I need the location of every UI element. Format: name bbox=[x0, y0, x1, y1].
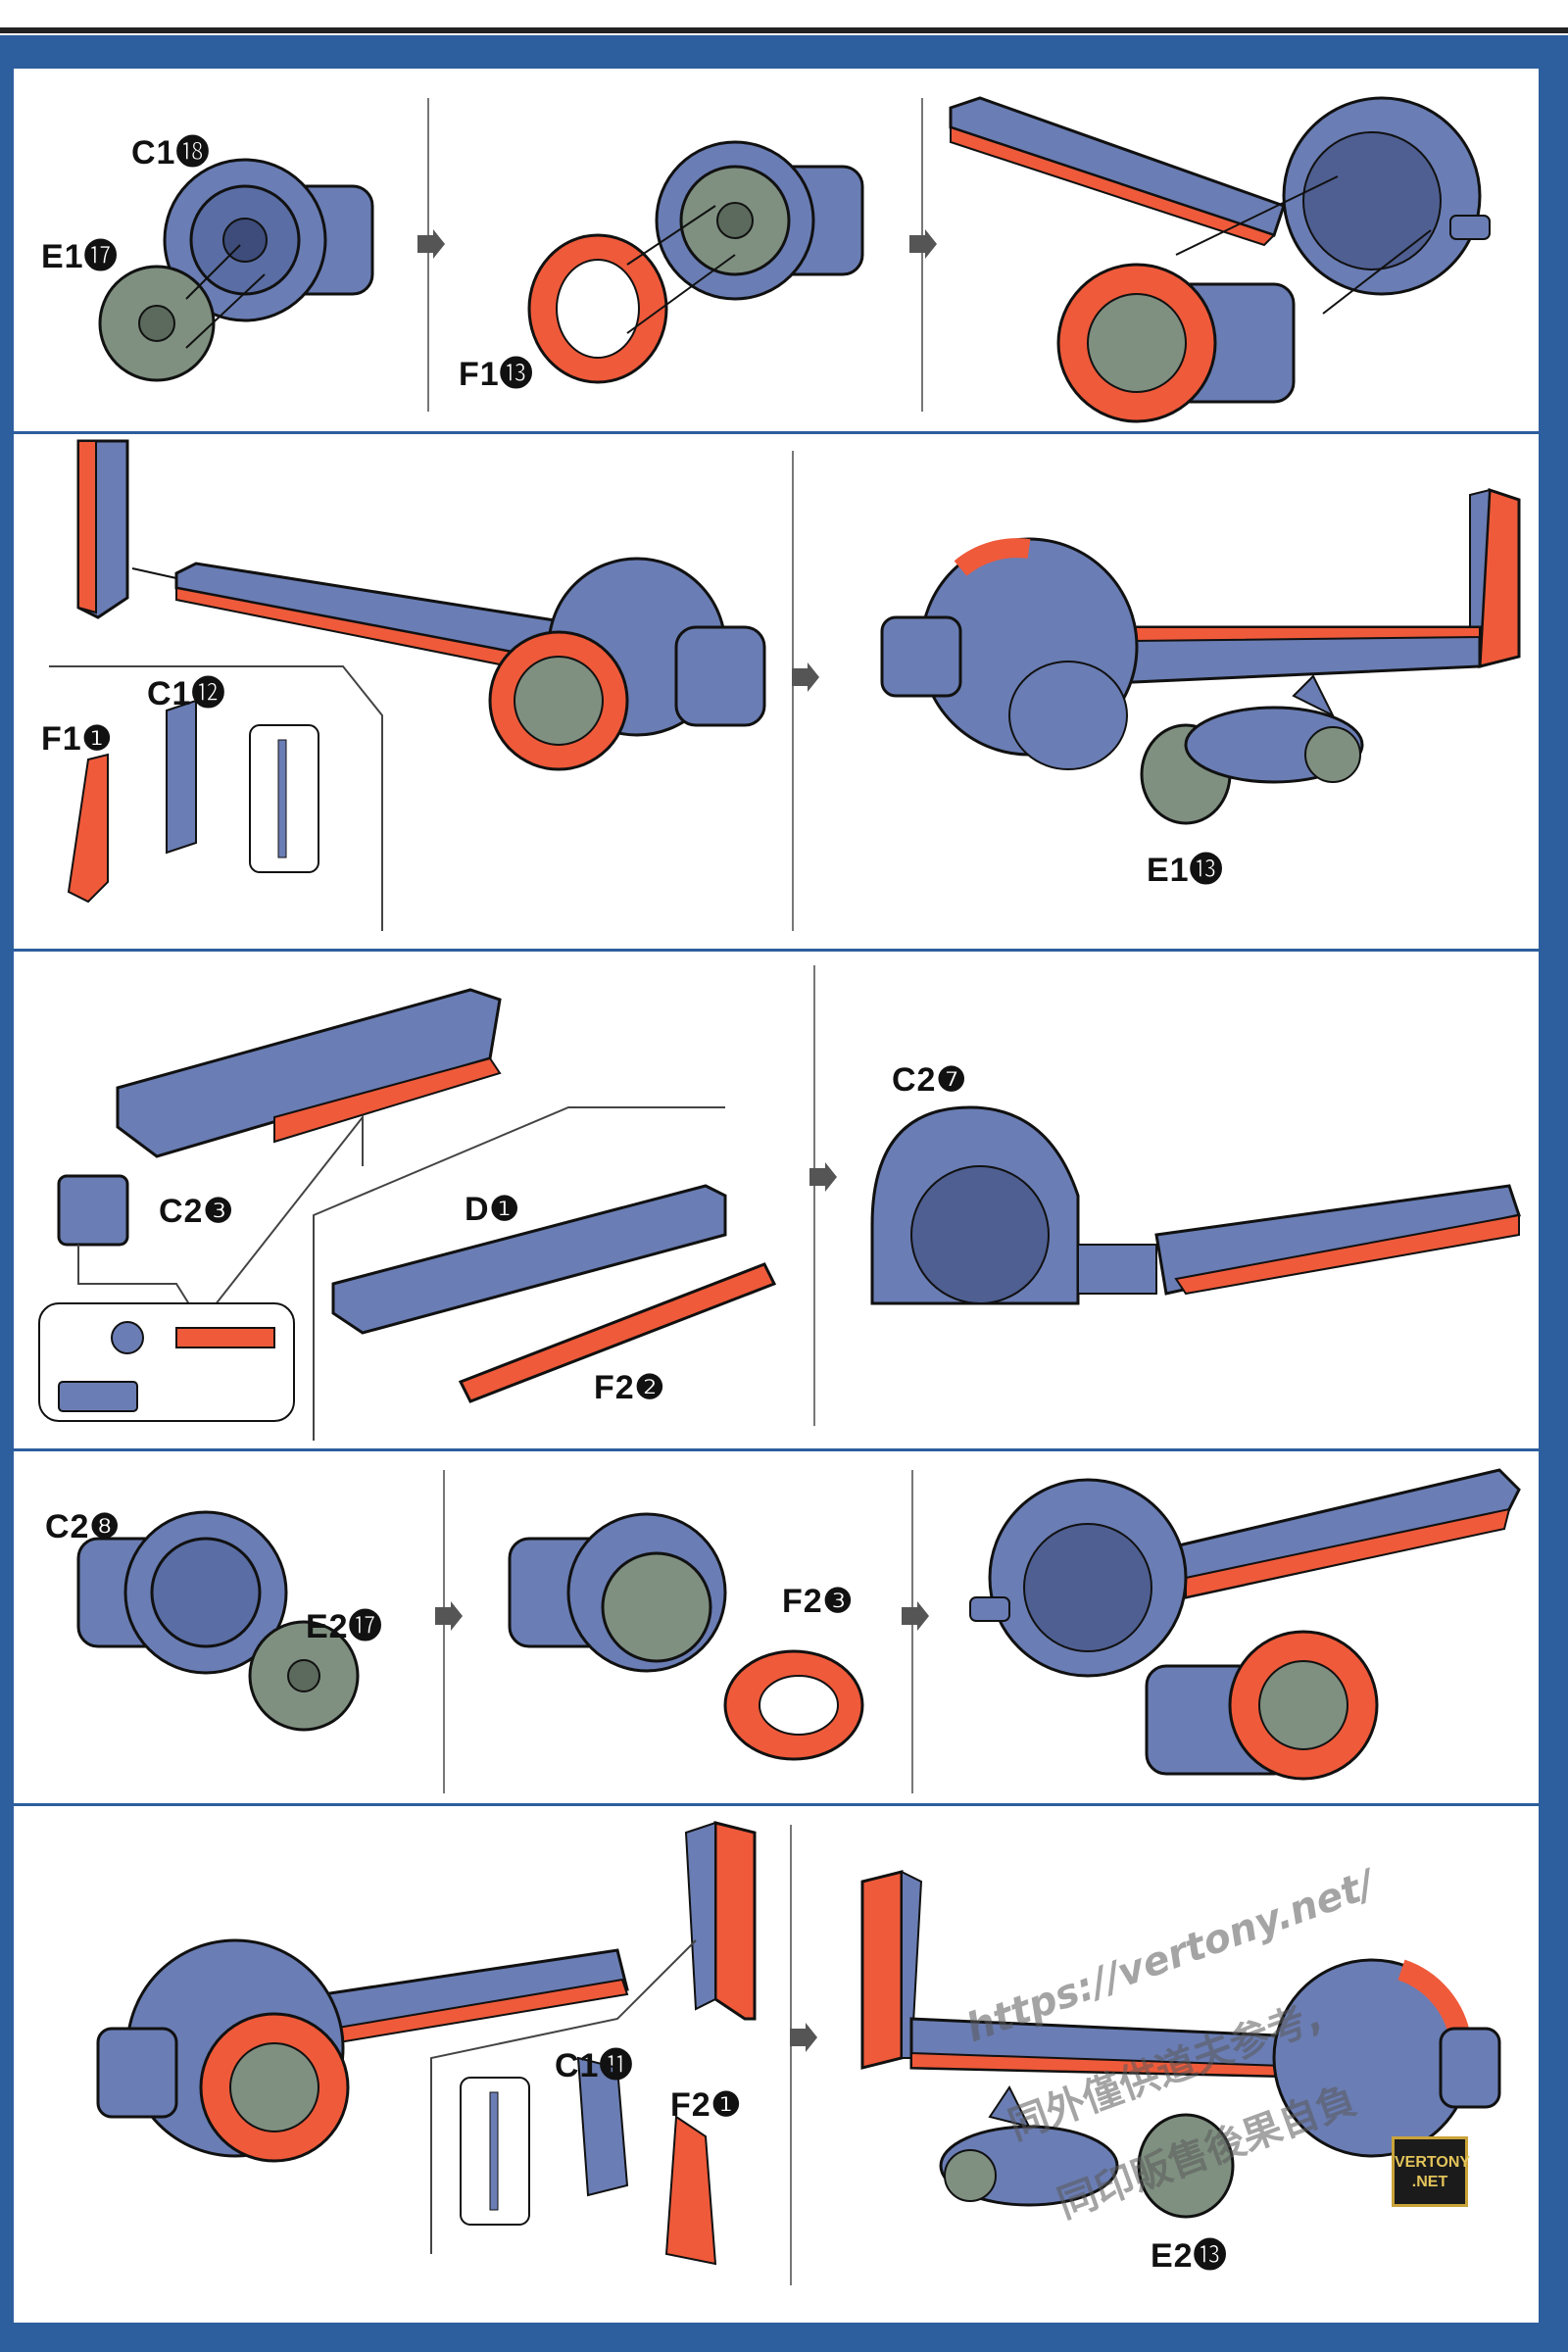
row-divider bbox=[14, 431, 1539, 434]
part-label-e213: E2⓭ bbox=[1151, 2229, 1228, 2277]
step-arrow-icon bbox=[792, 662, 819, 692]
step-arrow-icon bbox=[909, 229, 937, 259]
row3-step1-illustration bbox=[39, 970, 784, 1431]
fan-part-icon bbox=[100, 267, 214, 380]
part-label-d1: D❶ bbox=[465, 1190, 520, 1229]
part-label-f23: F2❸ bbox=[782, 1582, 854, 1621]
part-label-e13: E1⓭ bbox=[1147, 843, 1224, 891]
row4-step2-illustration bbox=[510, 1509, 882, 1764]
row2-step2-illustration bbox=[853, 490, 1519, 853]
part-label-f21: F2❶ bbox=[670, 2085, 742, 2125]
row-divider bbox=[14, 1448, 1539, 1451]
vertony-logo: VERTONY .NET bbox=[1392, 2136, 1468, 2207]
missile-pod-icon bbox=[1186, 676, 1362, 782]
column-divider bbox=[443, 1470, 445, 1793]
row1-step3-illustration bbox=[951, 88, 1519, 421]
part-label-c23: C2❸ bbox=[159, 1192, 234, 1231]
step-arrow-icon bbox=[435, 1601, 463, 1631]
logo-line1: VERTONY bbox=[1395, 2153, 1465, 2173]
row3-step2-illustration bbox=[853, 1098, 1529, 1333]
row1-step2-illustration bbox=[510, 137, 882, 392]
step-arrow-icon bbox=[809, 1162, 837, 1192]
part-label-f22: F2❷ bbox=[594, 1368, 665, 1407]
part-label-e217: E2⓱ bbox=[306, 1599, 383, 1647]
part-label-e17: E1⓱ bbox=[41, 229, 119, 277]
part-label-c12: C1⓬ bbox=[147, 666, 225, 714]
step-arrow-icon bbox=[790, 2023, 817, 2052]
column-divider bbox=[911, 1470, 913, 1793]
part-label-f13: F1⓭ bbox=[459, 347, 534, 395]
row-divider bbox=[14, 949, 1539, 952]
part-label-c28: C2❽ bbox=[45, 1507, 121, 1546]
wing-part-icon bbox=[951, 98, 1284, 245]
top-rule bbox=[0, 27, 1568, 33]
part-label-f1: F1❶ bbox=[41, 719, 113, 759]
row4-step3-illustration bbox=[970, 1470, 1519, 1793]
part-label-c18: C1⓲ bbox=[131, 125, 210, 173]
column-divider bbox=[790, 1825, 792, 2285]
step-arrow-icon bbox=[902, 1601, 929, 1631]
row-divider bbox=[14, 1803, 1539, 1806]
step-arrow-icon bbox=[417, 229, 445, 259]
column-divider bbox=[813, 965, 815, 1426]
logo-line2: .NET bbox=[1395, 2173, 1465, 2192]
row5-step1-illustration bbox=[69, 1823, 774, 2293]
part-label-c111: C1⓫ bbox=[555, 2038, 633, 2086]
part-label-c27: C2❼ bbox=[892, 1060, 967, 1100]
